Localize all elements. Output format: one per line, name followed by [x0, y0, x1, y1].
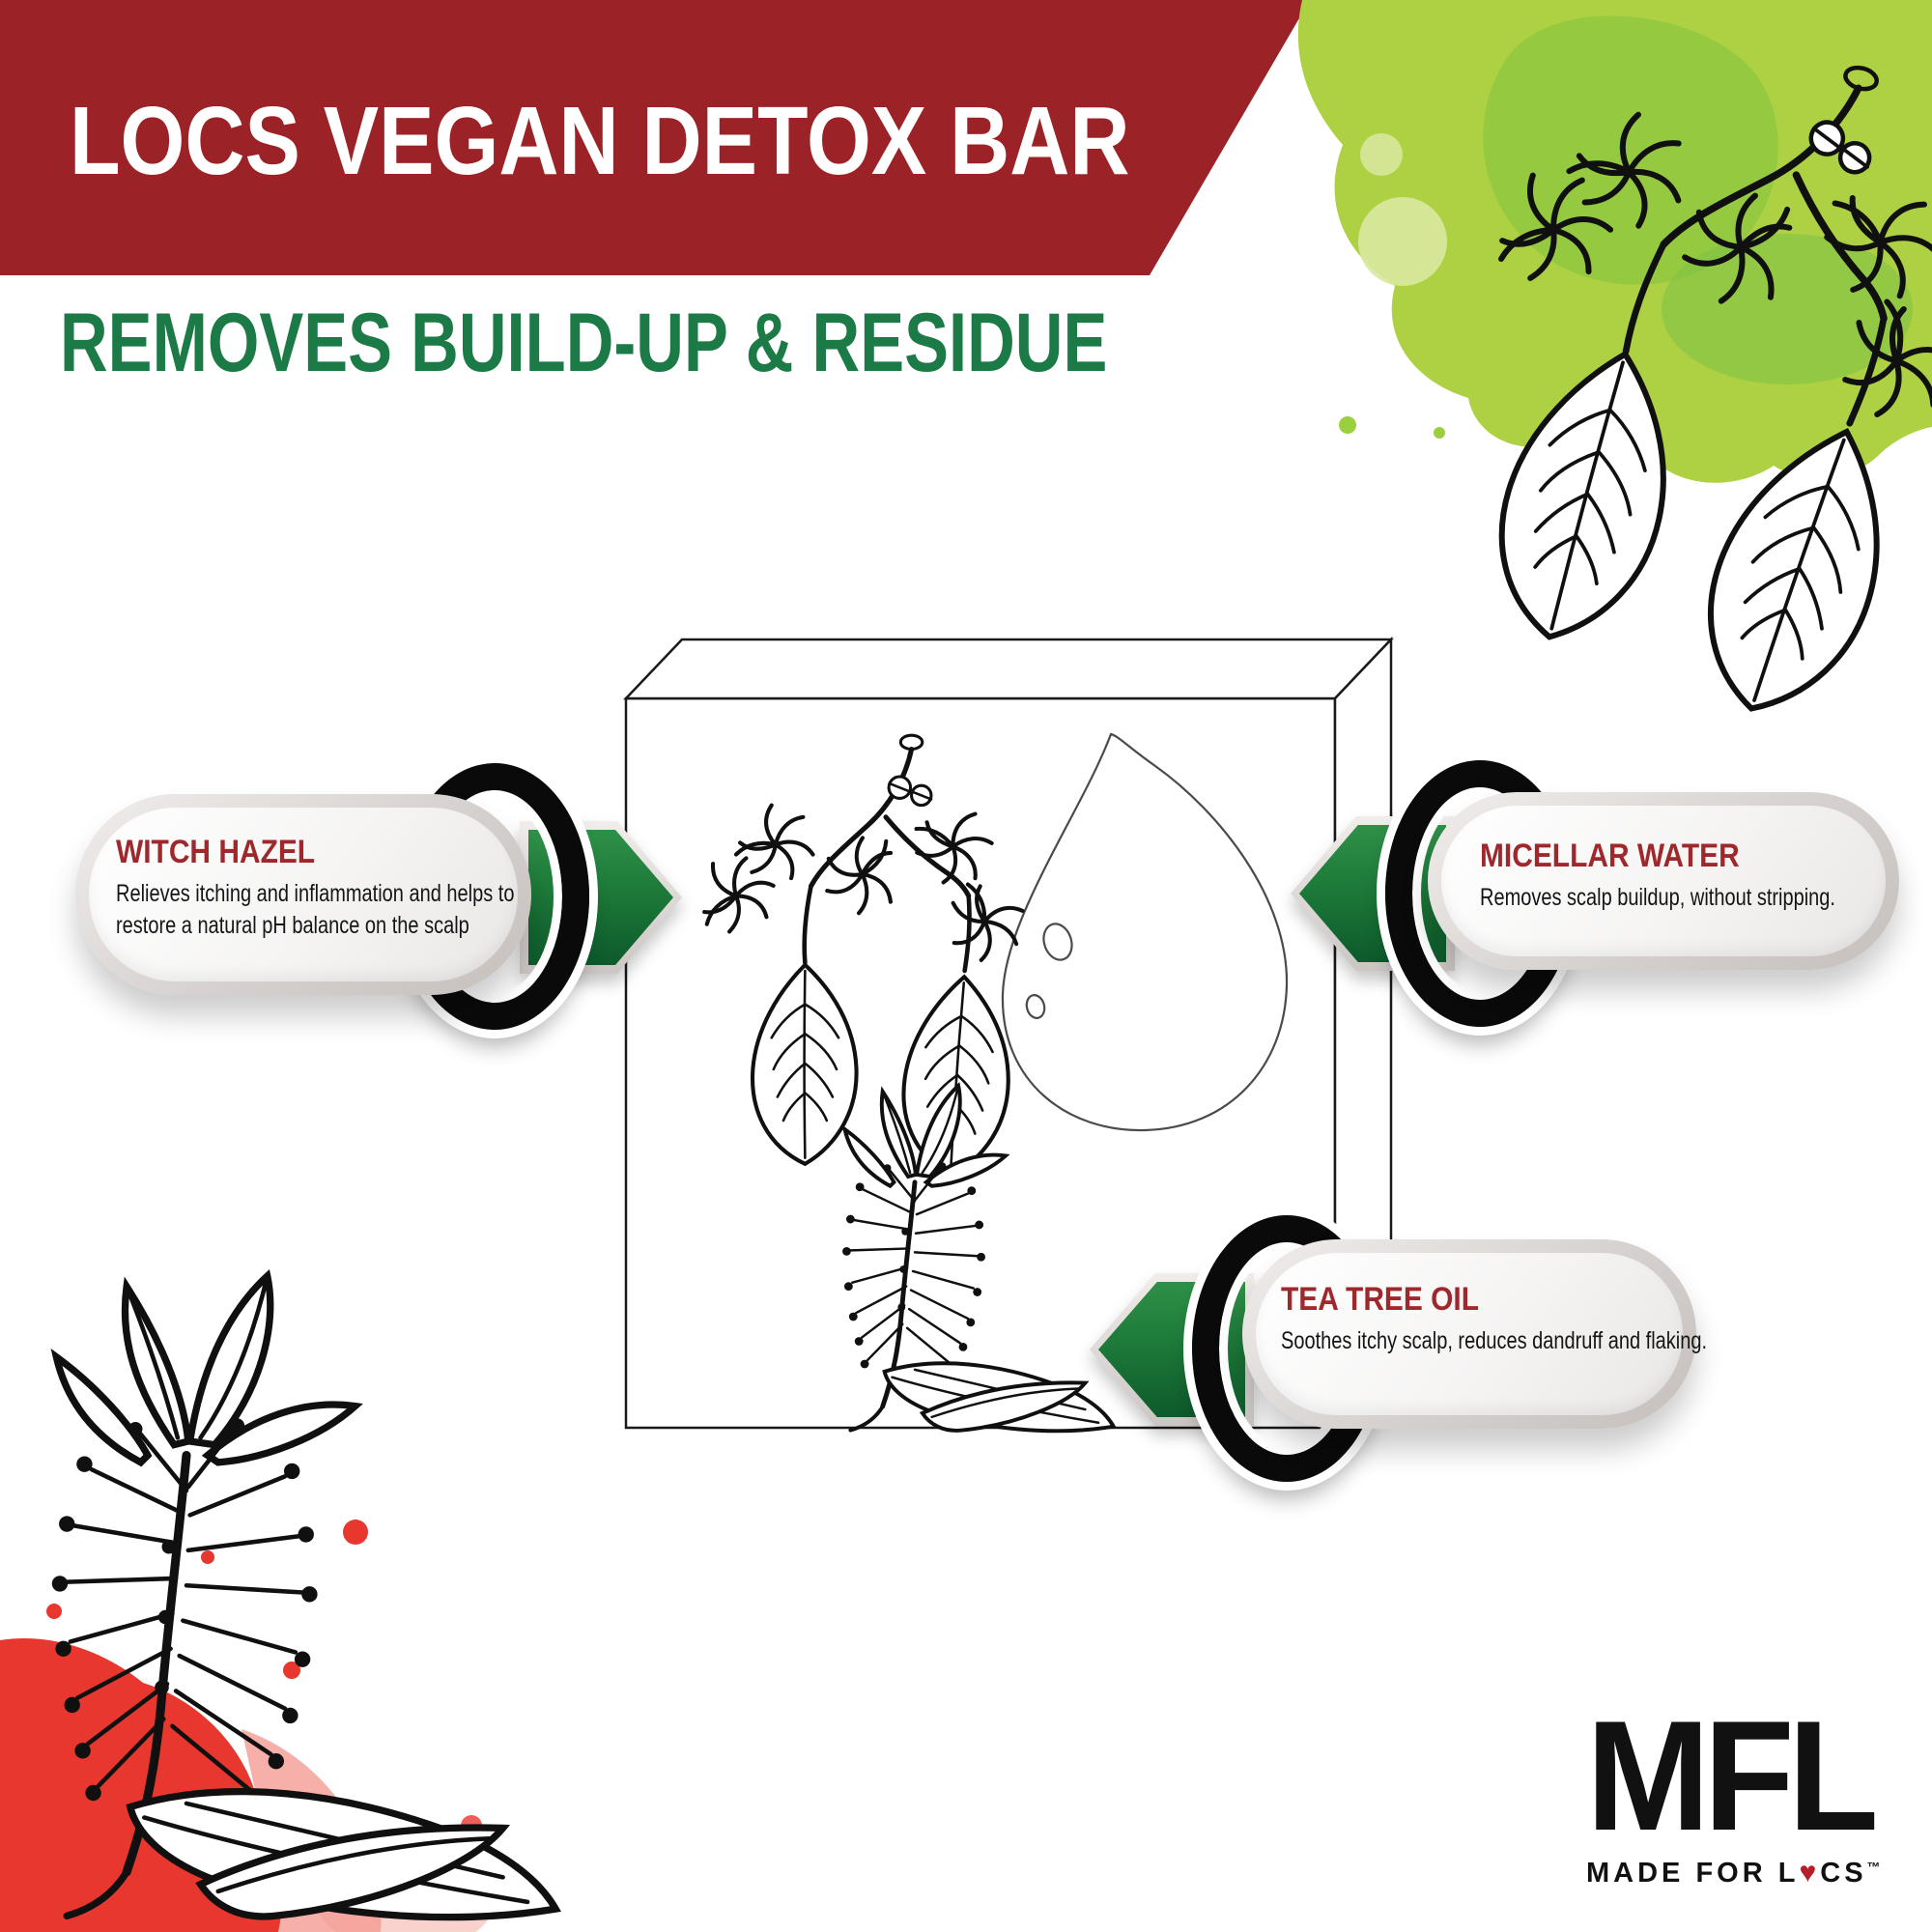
- logo-tagline: MADE FOR L♥CS™: [1586, 1857, 1888, 1889]
- logo-acronym: MFL: [1586, 1689, 1879, 1863]
- title-banner: [0, 0, 1310, 275]
- trademark-symbol: ™: [1866, 1859, 1885, 1875]
- heart-icon: ♥: [1799, 1857, 1821, 1889]
- green-watercolor-splash: [1297, 0, 1932, 483]
- brand-logo: MFL MADE FOR L♥CS™: [1586, 1698, 1888, 1889]
- page-title: LOCS VEGAN DETOX BAR: [70, 87, 1130, 195]
- tagline-prefix: MADE FOR L: [1586, 1858, 1800, 1889]
- water-drop-icon: [1001, 732, 1289, 1132]
- tagline-suffix: CS: [1820, 1858, 1867, 1889]
- page-subtitle: REMOVES BUILD-UP & RESIDUE: [60, 297, 1108, 389]
